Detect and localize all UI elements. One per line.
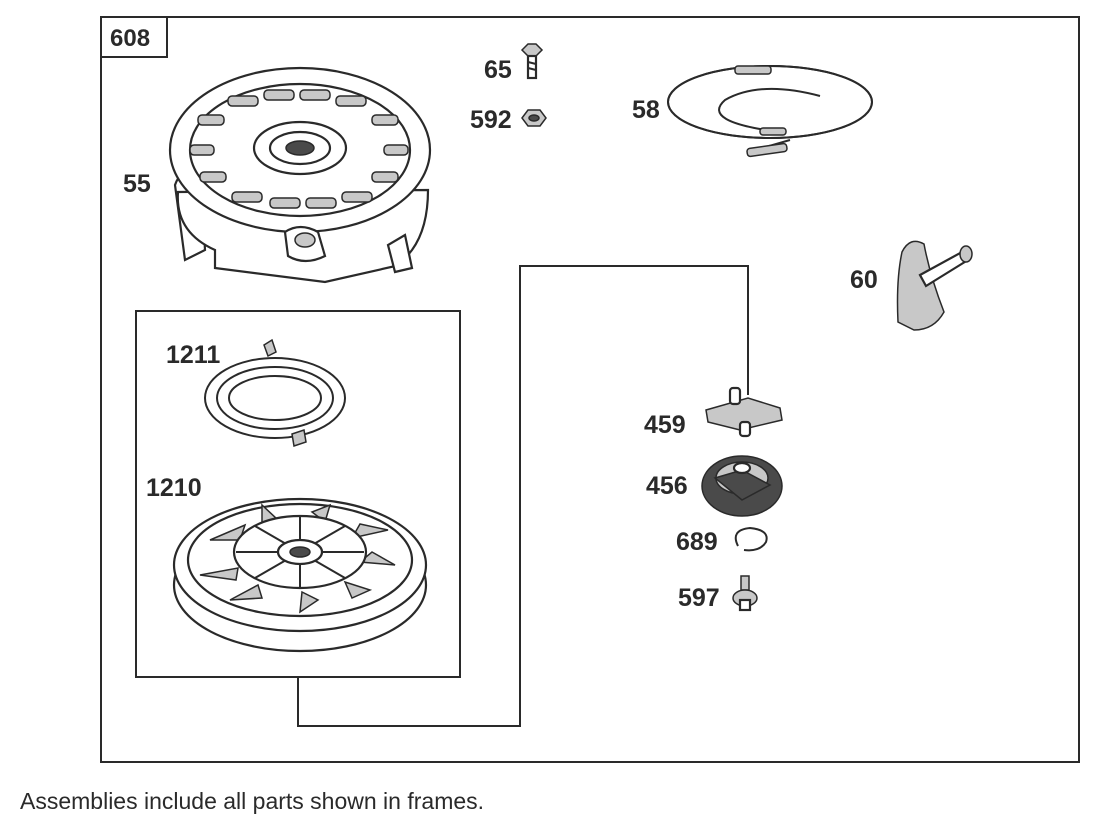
ratchet-cover-part bbox=[701, 455, 783, 517]
part-label-60: 60 bbox=[850, 266, 878, 294]
part-label-689: 689 bbox=[676, 528, 718, 556]
part-label-459: 459 bbox=[644, 411, 686, 439]
frame-note-caption: Assemblies include all parts shown in fr… bbox=[20, 788, 485, 814]
assembly-frame bbox=[100, 16, 1080, 763]
blower-housing-part bbox=[168, 66, 432, 284]
part-label-1211: 1211 bbox=[166, 341, 220, 369]
starter-pulley-part bbox=[172, 497, 428, 653]
frame-id-label: 608 bbox=[110, 25, 150, 52]
nut-part bbox=[521, 109, 547, 127]
starter-rope-part bbox=[667, 65, 873, 158]
rewind-spring-part bbox=[204, 338, 346, 447]
part-label-55: 55 bbox=[123, 170, 151, 198]
part-label-65: 65 bbox=[484, 56, 512, 84]
connector-lines bbox=[297, 265, 749, 727]
part-label-58: 58 bbox=[632, 96, 660, 124]
part-label-1210: 1210 bbox=[146, 474, 202, 502]
screw-part bbox=[520, 43, 544, 80]
center-screw-part bbox=[732, 575, 758, 612]
starter-handle-part bbox=[896, 240, 973, 331]
frame-id-box bbox=[100, 16, 168, 58]
part-label-592: 592 bbox=[470, 106, 512, 134]
ratchet-part bbox=[705, 386, 783, 438]
part-label-456: 456 bbox=[646, 472, 688, 500]
part-label-597: 597 bbox=[678, 584, 720, 612]
retainer-clip-part bbox=[734, 526, 768, 552]
